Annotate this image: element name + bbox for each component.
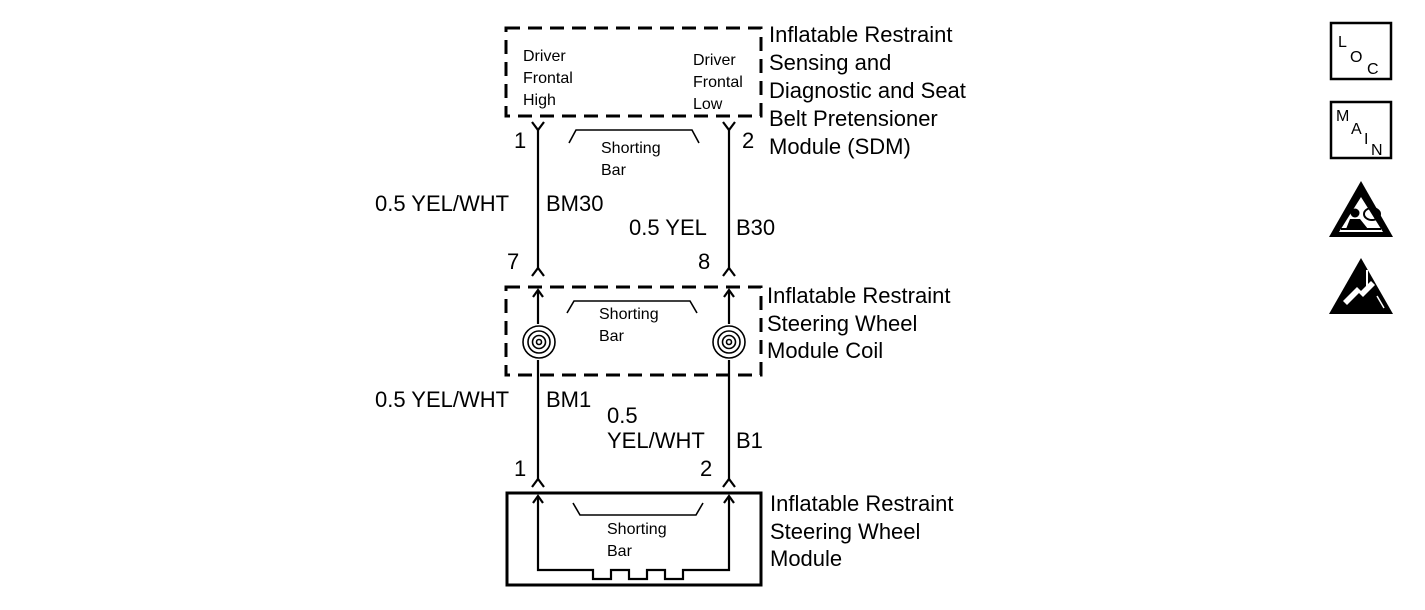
sdm-shorting-label-1: Shorting: [601, 140, 661, 157]
loc-letter-l: L: [1338, 34, 1347, 51]
wire-bm30-circuit: BM30: [546, 191, 603, 216]
sdm-connector-1: [531, 121, 545, 132]
sdm-shorting-bar: [568, 129, 700, 144]
main-letter-i: I: [1364, 131, 1368, 148]
module-title-2: Steering Wheel: [770, 519, 920, 544]
loc-icon[interactable]: L O C: [1329, 21, 1393, 81]
main-letter-m: M: [1336, 108, 1349, 125]
module-shorting-label-1: Shorting: [607, 521, 667, 538]
loc-letter-o: O: [1350, 49, 1362, 66]
sdm-title-2: Sensing and: [769, 50, 891, 75]
sdm-shorting-label-2: Bar: [601, 162, 627, 179]
sdm-component: Driver Frontal High Driver Frontal Low I…: [504, 22, 966, 179]
coil-dashed-box: [504, 285, 763, 377]
coil-spiral-right: [712, 325, 746, 359]
main-icon[interactable]: M A I N: [1329, 100, 1393, 160]
main-letter-n: N: [1371, 142, 1383, 159]
sdm-title-4: Belt Pretensioner: [769, 106, 938, 131]
sdm-right-label-1: Driver: [693, 52, 736, 69]
sdm-pin-2: 2: [742, 128, 754, 153]
wire-b30-circuit: B30: [736, 215, 775, 240]
coil-shorting-bar: [566, 300, 698, 314]
sdm-left-label-2: Frontal: [523, 70, 573, 87]
wire-b1-circuit: B1: [736, 428, 763, 453]
coil-top-connector-8: [722, 266, 736, 277]
wire-bm1-circuit: BM1: [546, 387, 591, 412]
coil-shorting-label-2: Bar: [599, 328, 625, 345]
wire-b1-color: YEL/WHT: [607, 428, 705, 453]
upper-wires: 0.5 YEL/WHT BM30 0.5 YEL B30 7 8: [375, 130, 775, 277]
wire-bm30-gauge-color: 0.5 YEL/WHT: [375, 191, 509, 216]
loc-letter-c: C: [1367, 61, 1379, 78]
coil-top-connector-7: [531, 266, 545, 277]
coil-arrow-left: [532, 288, 544, 298]
esd-warning-icon[interactable]: [1329, 258, 1393, 314]
sdm-pin-1: 1: [514, 128, 526, 153]
module-shorting-label-2: Bar: [607, 543, 633, 560]
coil-pin-7: 7: [507, 249, 519, 274]
coil-arrow-right: [723, 288, 735, 298]
module-connector-2: [722, 477, 736, 488]
sdm-title-5: Module (SDM): [769, 134, 911, 159]
wire-bm1-gauge-color: 0.5 YEL/WHT: [375, 387, 509, 412]
module-pin-1: 1: [514, 456, 526, 481]
module-connector-1: [531, 477, 545, 488]
module-component: Shorting Bar Inflatable Restraint Steeri…: [505, 491, 953, 587]
main-letter-a: A: [1351, 121, 1362, 138]
module-title-3: Module: [770, 546, 842, 571]
coil-component: Shorting Bar Inflatable Restraint Steeri…: [504, 283, 950, 377]
coil-spiral-left: [522, 325, 556, 359]
lower-wires: 0.5 YEL/WHT BM1 0.5 YEL/WHT B1 1 2: [375, 360, 763, 488]
module-arrow-right: [723, 494, 735, 504]
coil-title-1: Inflatable Restraint: [767, 283, 950, 308]
module-arrow-left: [532, 494, 544, 504]
sdm-right-label-2: Frontal: [693, 74, 743, 91]
sdm-connector-2: [722, 121, 736, 132]
sdm-dashed-box: [504, 26, 763, 118]
coil-title-2: Steering Wheel: [767, 311, 917, 336]
coil-pin-8: 8: [698, 249, 710, 274]
airbag-warning-icon[interactable]: [1329, 181, 1393, 237]
wire-b30-gauge-color: 0.5 YEL: [629, 215, 707, 240]
sdm-title-3: Diagnostic and Seat: [769, 78, 966, 103]
wire-b1-gauge: 0.5: [607, 403, 638, 428]
coil-title-3: Module Coil: [767, 338, 883, 363]
module-solid-box: [505, 491, 763, 587]
sdm-right-label-3: Low: [693, 96, 723, 113]
module-pin-2: 2: [700, 456, 712, 481]
module-shorting-bar: [572, 502, 704, 516]
sdm-left-label-1: Driver: [523, 48, 566, 65]
sdm-left-label-3: High: [523, 92, 556, 109]
module-title-1: Inflatable Restraint: [770, 491, 953, 516]
module-internal-loop: [536, 496, 731, 581]
coil-shorting-label-1: Shorting: [599, 306, 659, 323]
sdm-title-1: Inflatable Restraint: [769, 22, 952, 47]
